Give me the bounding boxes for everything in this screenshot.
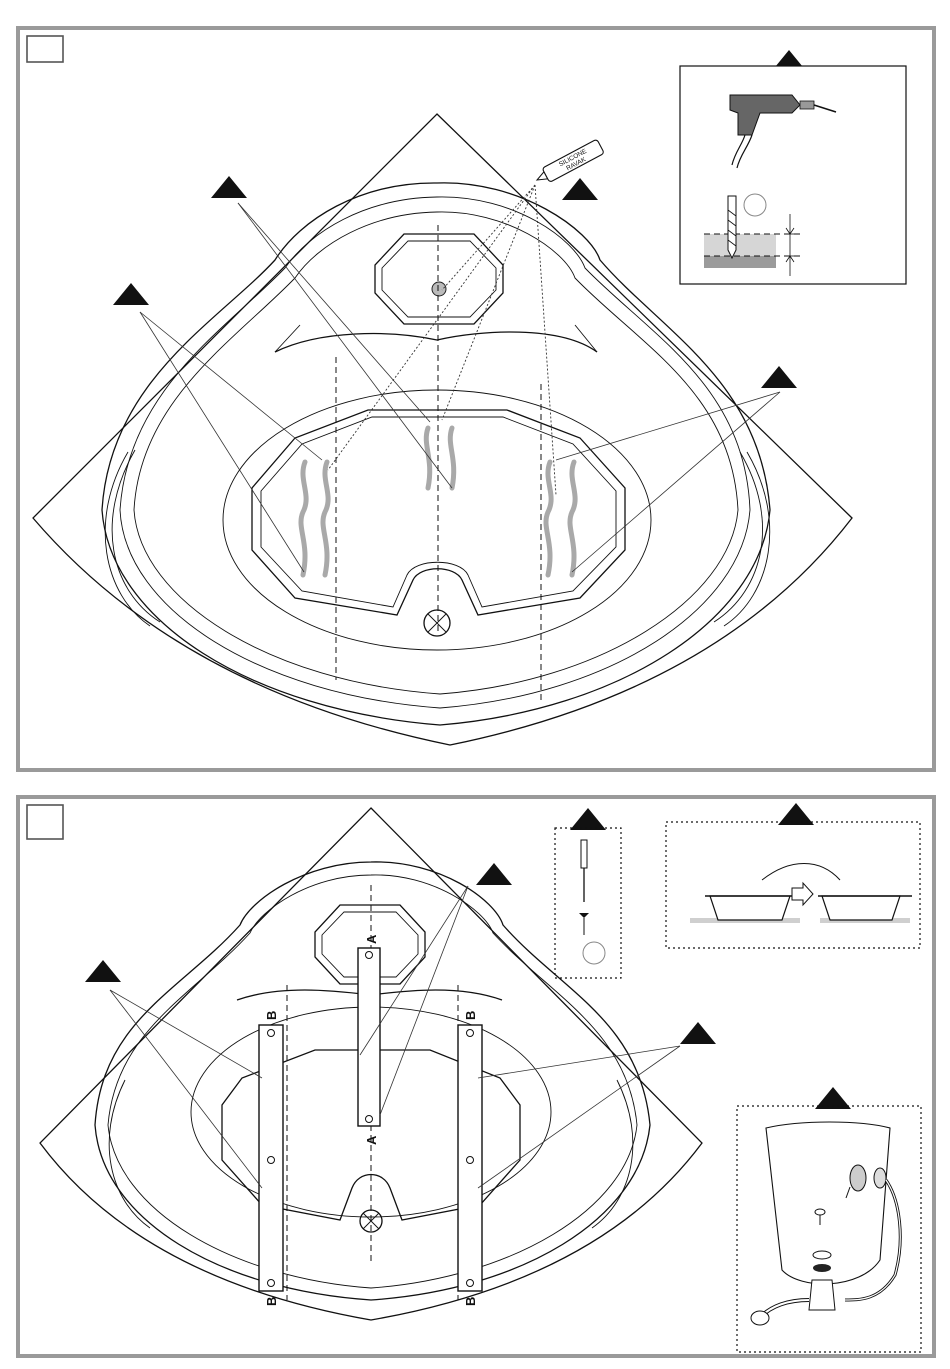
leader-lines-2 — [110, 886, 680, 1188]
seat-octagon-inner — [382, 241, 496, 317]
seat-shelf — [275, 332, 597, 352]
bead-right-1 — [546, 462, 551, 575]
rail-a — [358, 948, 380, 1126]
warning-triangle-2 — [113, 283, 149, 305]
warning-triangle-3 — [562, 178, 598, 200]
warning-triangle-9 — [570, 808, 606, 830]
tub-side-view-flipped — [822, 896, 900, 920]
tub-side-view-upright — [710, 896, 790, 920]
tub-inner-rim — [102, 183, 770, 725]
bead-center-2 — [450, 428, 453, 488]
rail-b-left-top-label: B — [264, 1011, 279, 1020]
flip-arrow-arc — [762, 864, 840, 881]
bead-left-1 — [301, 462, 306, 575]
panel-1-step-box — [27, 36, 63, 62]
left-arc-2 — [105, 452, 150, 626]
panel-1: SILICONE RAVAK — [18, 28, 934, 770]
waste-fitting-inset — [737, 1106, 921, 1352]
panel-2-step-box — [27, 805, 63, 839]
basin-ellipse — [223, 390, 651, 650]
seat-octagon-outer — [375, 234, 503, 324]
left-arc-1 — [112, 450, 160, 622]
tub-flip-inset — [666, 822, 920, 948]
overflow-fitting-icon — [850, 1165, 866, 1191]
drill-inset — [680, 66, 906, 284]
silicone-tube: SILICONE RAVAK — [533, 139, 604, 187]
rail-b-left-bottom-label: B — [264, 1297, 279, 1306]
bead-right-2 — [570, 462, 575, 575]
drill-bit-icon — [728, 196, 736, 258]
drain-gasket-icon — [813, 1264, 831, 1272]
rail-a-bottom-label: A — [364, 1135, 379, 1145]
arrow-right-icon — [792, 883, 813, 905]
screwdriver-inset-circle-marker — [583, 942, 605, 964]
warning-triangle-4 — [761, 366, 797, 388]
trap-outlet-icon — [751, 1311, 769, 1325]
drain-ring-icon — [813, 1251, 831, 1259]
warning-triangle-8 — [680, 1022, 716, 1044]
screw-icon — [579, 913, 589, 918]
panel-2: A A B B B B — [18, 797, 934, 1356]
warning-triangle-7 — [85, 960, 121, 982]
warning-triangle-6 — [476, 863, 512, 885]
floor-layer — [704, 256, 776, 268]
drill-inset-circle-marker — [744, 194, 766, 216]
overflow-hole — [432, 282, 446, 296]
screwdriver-inset — [555, 828, 621, 978]
tub-cutaway — [766, 1122, 890, 1284]
rail-b-right-bottom-label: B — [463, 1297, 478, 1306]
seat-right-edge — [575, 325, 597, 352]
drain-cross — [428, 614, 446, 632]
surface-layer — [704, 234, 776, 256]
rail-b-right-top-label: B — [463, 1011, 478, 1020]
rail-a-top-label: A — [364, 934, 379, 944]
screwdriver-icon — [581, 840, 587, 868]
waste-body-icon — [809, 1280, 835, 1310]
bead-left-2 — [323, 462, 328, 575]
plug-icon — [815, 1209, 825, 1215]
right-arc-1 — [714, 452, 763, 622]
tub-inner-rim-2 — [120, 197, 750, 708]
seat-left-edge — [275, 325, 300, 352]
warning-triangle-1 — [211, 176, 247, 198]
